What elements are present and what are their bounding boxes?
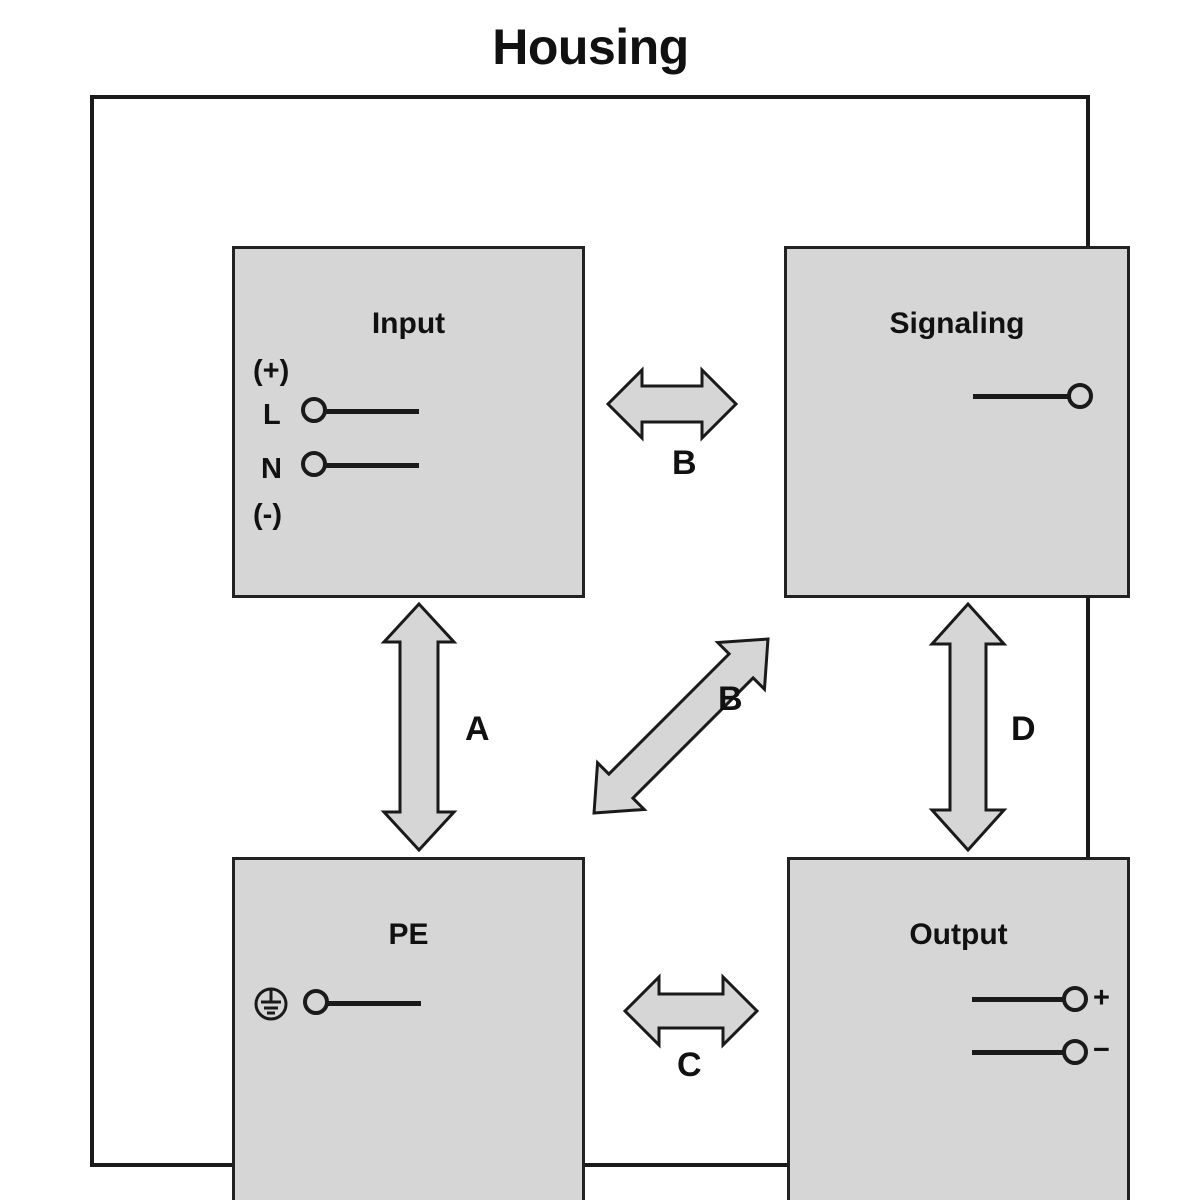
input-terminal-n-circle[interactable] <box>301 451 327 477</box>
output-terminal-plus-wire <box>972 997 1066 1002</box>
block-signaling[interactable]: Signaling <box>784 246 1130 598</box>
block-pe[interactable]: PE <box>232 857 585 1200</box>
pe-terminal-wire <box>327 1001 421 1006</box>
block-input-title: Input <box>371 307 446 340</box>
input-terminal-l-wire <box>325 409 419 414</box>
block-signaling-title: Signaling <box>889 307 1025 340</box>
input-polarity-plus-label: (+) <box>253 355 290 387</box>
page-title: Housing <box>492 19 689 75</box>
signaling-terminal-circle[interactable] <box>1067 383 1093 409</box>
arrow-b-input-signaling <box>606 362 738 446</box>
block-output[interactable]: Output + − <box>787 857 1130 1200</box>
arrow-d-signaling-output-label: D <box>1011 710 1036 748</box>
arrow-a-input-pe-label: A <box>465 710 490 748</box>
block-input[interactable]: Input (+) L N (-) <box>232 246 585 598</box>
arrow-c-pe-output <box>623 971 759 1051</box>
housing-frame: Input (+) L N (-) Signaling PE <box>90 95 1130 1200</box>
arrow-c-pe-output-label: C <box>677 1046 702 1084</box>
output-terminal-plus-label: + <box>1093 982 1110 1014</box>
input-terminal-n-wire <box>325 463 419 468</box>
arrow-b-input-output <box>556 597 806 855</box>
block-pe-title: PE <box>388 918 429 951</box>
input-polarity-minus-label: (-) <box>253 499 282 531</box>
block-output-title: Output <box>909 918 1008 951</box>
output-terminal-minus-wire <box>972 1050 1066 1055</box>
input-terminal-l-label: L <box>263 399 281 431</box>
output-terminal-minus-circle[interactable] <box>1062 1039 1088 1065</box>
arrow-a-input-pe <box>380 602 458 852</box>
input-terminal-n-label: N <box>261 453 282 485</box>
pe-terminal-circle[interactable] <box>303 989 329 1015</box>
signaling-terminal-wire <box>973 394 1070 399</box>
arrow-b-input-output-label: B <box>718 680 743 718</box>
output-terminal-minus-label: − <box>1093 1034 1110 1066</box>
arrow-b-input-signaling-label: B <box>672 444 697 482</box>
arrow-d-signaling-output <box>928 602 1008 852</box>
output-terminal-plus-circle[interactable] <box>1062 986 1088 1012</box>
protective-earth-icon <box>253 986 289 1022</box>
input-terminal-l-circle[interactable] <box>301 397 327 423</box>
